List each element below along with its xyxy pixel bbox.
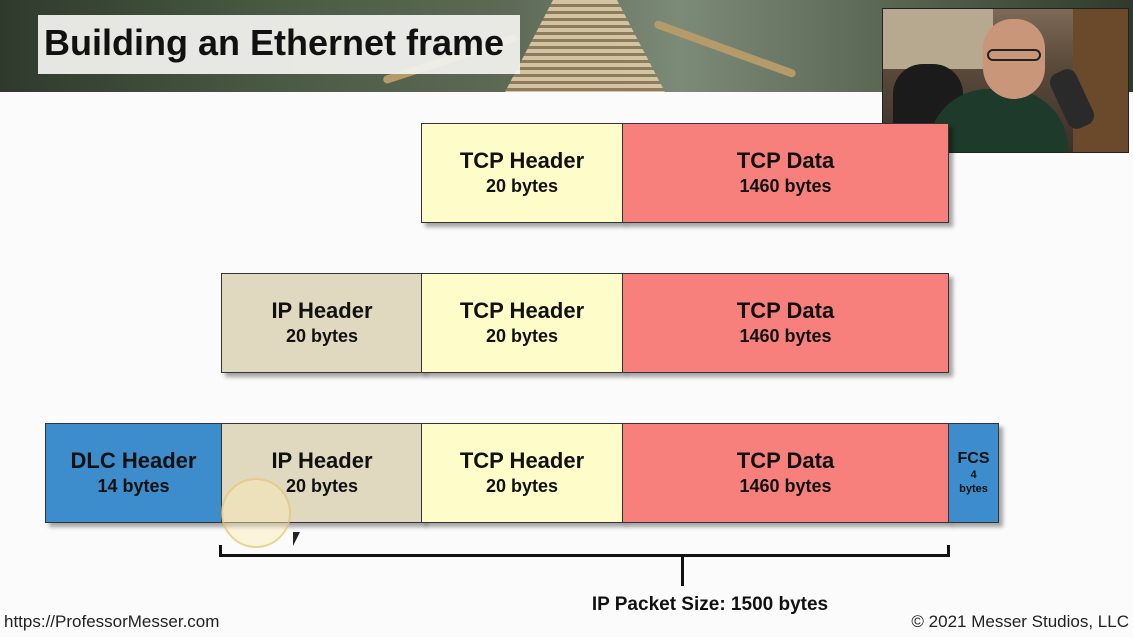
segment-name: FCS	[957, 450, 990, 467]
row2-tcp-data: TCP Data 1460 bytes	[622, 273, 949, 373]
row2-ip-header: IP Header 20 bytes	[221, 273, 423, 373]
row3-fcs: FCS 4 bytes	[948, 423, 999, 523]
row2-tcp-header: TCP Header 20 bytes	[421, 273, 623, 373]
bridge-rope-right	[653, 19, 797, 79]
bridge-image	[505, 0, 665, 92]
segment-name: TCP Data	[736, 148, 835, 173]
segment-name: IP Header	[271, 298, 373, 323]
segment-size: 1460 bytes	[739, 476, 832, 496]
segment-size: 14 bytes	[97, 476, 170, 496]
segment-size: 20 bytes	[285, 326, 359, 346]
mouse-pointer-icon	[293, 532, 300, 546]
segment-name: TCP Header	[459, 298, 585, 323]
packet-size-label: IP Packet Size: 1500 bytes	[591, 594, 829, 615]
footer-copyright: © 2021 Messer Studios, LLC	[911, 612, 1129, 631]
segment-name: DLC Header	[70, 448, 197, 473]
segment-size: 20 bytes	[485, 326, 559, 346]
segment-name: TCP Data	[736, 298, 835, 323]
row3-tcp-data: TCP Data 1460 bytes	[622, 423, 949, 523]
segment-name: TCP Header	[459, 448, 585, 473]
bracket-left-tick	[219, 545, 222, 557]
segment-name: TCP Header	[459, 148, 585, 173]
bracket-center-stem	[681, 556, 684, 586]
title-background	[38, 15, 520, 74]
footer-url: https://ProfessorMesser.com	[4, 612, 220, 631]
bracket-line	[219, 554, 950, 557]
bracket-right-tick	[947, 545, 950, 557]
webcam-shelf	[1073, 9, 1128, 152]
row3-dlc-header: DLC Header 14 bytes	[45, 423, 222, 523]
segment-size: 20 bytes	[285, 476, 359, 496]
cursor-highlight	[221, 478, 291, 548]
row3-tcp-header: TCP Header 20 bytes	[421, 423, 623, 523]
slide-title: Building an Ethernet frame	[44, 22, 505, 63]
webcam-wall	[883, 9, 993, 69]
segment-size: 1460 bytes	[739, 326, 832, 346]
segment-name: IP Header	[271, 448, 373, 473]
segment-name: TCP Data	[736, 448, 835, 473]
presenter-glasses	[987, 49, 1041, 61]
row1-tcp-header: TCP Header 20 bytes	[421, 123, 623, 223]
segment-size: 1460 bytes	[739, 176, 832, 196]
segment-size-unit: bytes	[959, 483, 988, 495]
segment-size: 20 bytes	[485, 176, 559, 196]
segment-size: 20 bytes	[485, 476, 559, 496]
segment-size-number: 4	[970, 469, 977, 481]
row1-tcp-data: TCP Data 1460 bytes	[622, 123, 949, 223]
